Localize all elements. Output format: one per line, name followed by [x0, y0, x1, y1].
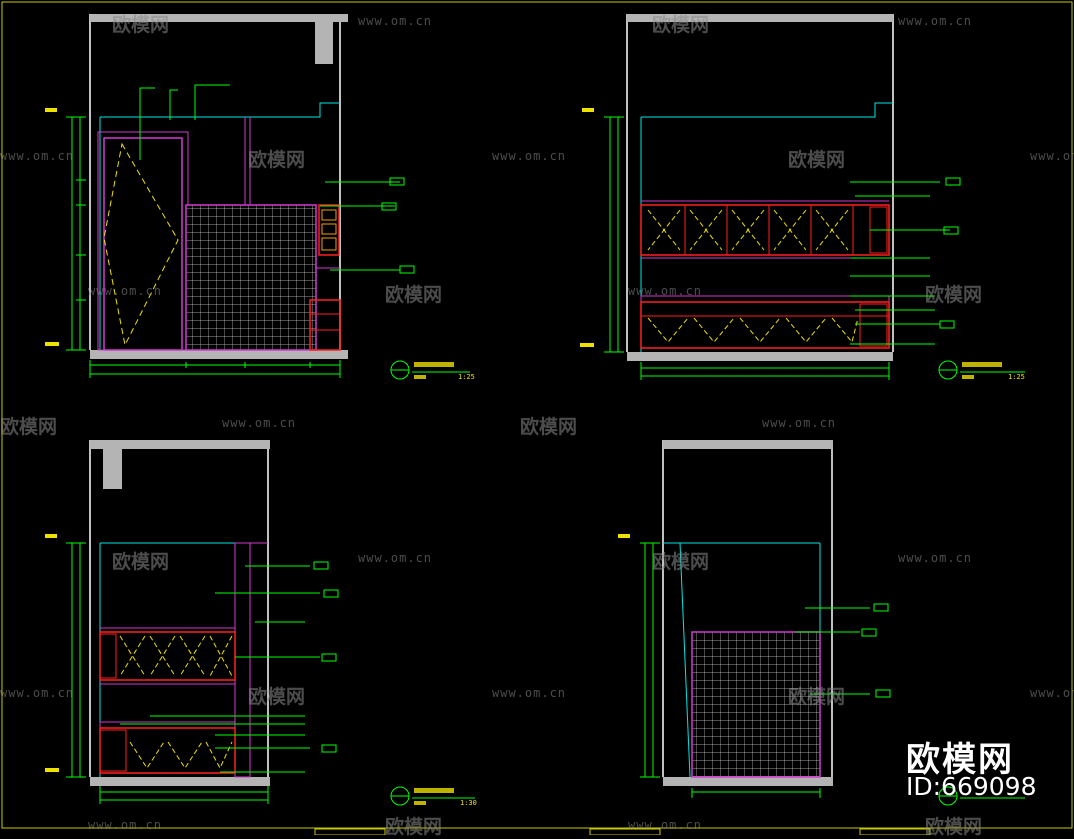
watermark-brand: 欧模网	[112, 14, 170, 36]
elevation-4	[618, 440, 1025, 806]
corner-brand-logo: 欧模网	[906, 740, 1014, 780]
watermark-url: www.om.cn	[898, 14, 973, 28]
elevation-3	[45, 440, 475, 806]
watermark-brand: 欧模网	[520, 416, 578, 438]
watermark-url: www.om.cn	[0, 149, 75, 163]
corner-model-id: ID:669098	[906, 772, 1037, 801]
elevation-3-scale: 1:30	[460, 799, 477, 807]
watermark-brand: 欧模网	[652, 14, 710, 36]
watermark-url: www.om.cn	[492, 149, 567, 163]
watermark-brand: 欧模网	[248, 686, 306, 708]
watermark-brand: 欧模网	[788, 686, 846, 708]
watermark-url: www.om.cn	[1030, 686, 1074, 700]
watermark-brand: 欧模网	[925, 816, 983, 838]
watermark-brand: 欧模网	[925, 284, 983, 306]
watermark-url: www.om.cn	[222, 416, 297, 430]
elevation-2	[580, 14, 1025, 380]
watermark-url: www.om.cn	[762, 416, 837, 430]
watermark-url: www.om.cn	[898, 551, 973, 565]
watermark-brand: 欧模网	[385, 284, 443, 306]
elevation-2-scale: 1:25	[1008, 373, 1025, 381]
watermark-url: www.om.cn	[358, 14, 433, 28]
watermark-brand: 欧模网	[112, 551, 170, 573]
title-block-strip	[2, 827, 1072, 835]
watermark-url: www.om.cn	[88, 818, 163, 832]
watermark-url: www.om.cn	[628, 284, 703, 298]
watermark-url: www.om.cn	[628, 818, 703, 832]
elevation-1	[45, 14, 470, 380]
watermark-brand: 欧模网	[248, 149, 306, 171]
watermark-url: www.om.cn	[358, 551, 433, 565]
watermark-brand: 欧模网	[788, 149, 846, 171]
watermark-url: www.om.cn	[88, 284, 163, 298]
watermark-url: www.om.cn	[1030, 149, 1074, 163]
watermark-brand: 欧模网	[385, 816, 443, 838]
watermark-url: www.om.cn	[0, 686, 75, 700]
watermark-brand: 欧模网	[0, 416, 58, 438]
watermark-url: www.om.cn	[492, 686, 567, 700]
elevation-1-scale: 1:25	[458, 373, 475, 381]
watermark-brand: 欧模网	[652, 551, 710, 573]
